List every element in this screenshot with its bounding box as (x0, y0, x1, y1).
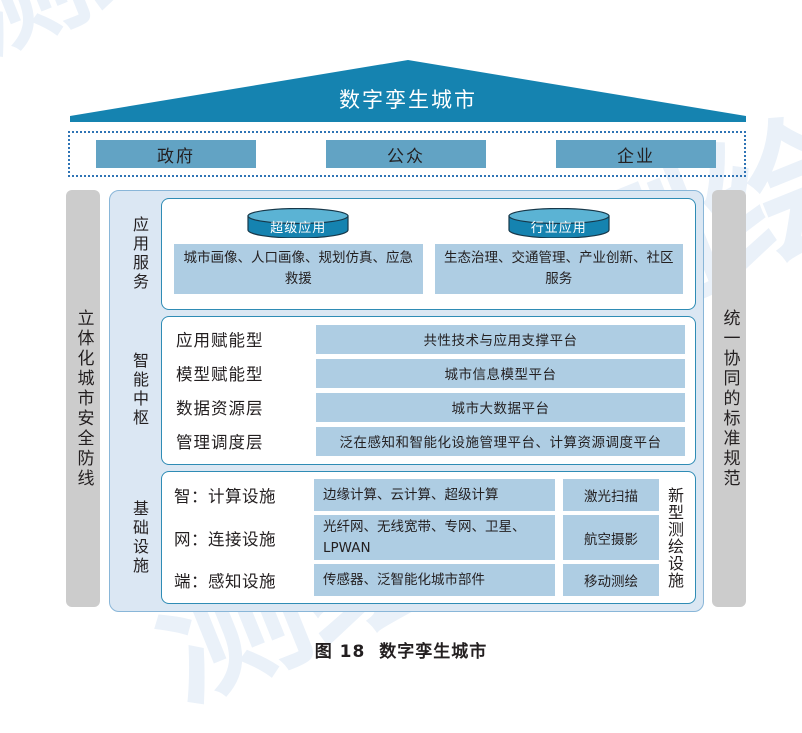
infrastructure-row: 端：感知设施 传感器、泛智能化城市部件 移动测绘 (174, 564, 659, 596)
infra-row-extra: 移动测绘 (563, 564, 659, 596)
hub-row: 模型赋能型 城市信息模型平台 (176, 358, 685, 388)
hub-row-value: 共性技术与应用支撑平台 (316, 324, 685, 354)
cylinder-super-application[interactable]: 超级应用 (246, 208, 350, 238)
app-description-super: 城市画像、人口画像、规划仿真、应急救援 (174, 244, 423, 294)
hub-row-value: 城市信息模型平台 (316, 358, 685, 388)
cylinder-label: 超级应用 (270, 221, 327, 236)
architecture-panel: 应用服务 超级应用 城市画像、人口画像、规划仿真、应急救援 (109, 190, 704, 612)
roof-triangle-icon (70, 60, 746, 122)
hub-row-name: 模型赋能型 (176, 365, 264, 385)
layer-label-application-services: 应用服务 (117, 198, 161, 310)
figure-caption: 图 18 数字孪生城市 (0, 637, 802, 662)
infrastructure-row: 网：连接设施 光纤网、无线宽带、专网、卫星、LPWAN 航空摄影 (174, 515, 659, 560)
infra-row-name: 网：连接设施 (174, 529, 276, 549)
infra-vertical-label-text: 新型测绘设施 (665, 486, 684, 589)
hub-row-value: 城市大数据平台 (316, 392, 685, 422)
layer-label-intelligent-hub: 智能中枢 (117, 316, 161, 465)
intelligent-hub-body: 应用赋能型 共性技术与应用支撑平台 模型赋能型 城市信息模型平台 数据资源层 城… (161, 315, 696, 465)
infrastructure-body: 智：计算设施 边缘计算、云计算、超级计算 激光扫描 网：连接设施 光纤网、无线宽… (161, 471, 696, 604)
hub-row: 应用赋能型 共性技术与应用支撑平台 (176, 324, 685, 354)
infra-row-name: 端：感知设施 (174, 572, 276, 591)
figure-caption-number: 图 18 (314, 642, 366, 662)
user-box-public[interactable]: 公众 (326, 140, 486, 168)
hub-row: 管理调度层 泛在感知和智能化设施管理平台、计算资源调度平台 (176, 426, 685, 456)
side-bar-right-label: 统一协同的标准规范 (719, 308, 740, 489)
roof-banner: 数字孪生城市 (70, 60, 746, 122)
hub-row: 数据资源层 城市大数据平台 (176, 392, 685, 422)
hub-row-name: 数据资源层 (176, 399, 264, 419)
side-bar-left-label: 立体化城市安全防线 (73, 308, 94, 489)
layer-label-text: 基础设施 (130, 499, 149, 576)
infra-row-desc: 光纤网、无线宽带、专网、卫星、LPWAN (314, 515, 555, 560)
roof-title: 数字孪生城市 (339, 88, 477, 112)
cylinder-label: 行业应用 (530, 221, 587, 236)
app-description-industry: 生态治理、交通管理、产业创新、社区服务 (434, 244, 683, 294)
layer-intelligent-hub: 智能中枢 应用赋能型 共性技术与应用支撑平台 模型赋能型 城市信息模型平台 数据… (117, 315, 696, 465)
side-bar-security-line: 立体化城市安全防线 (66, 190, 100, 607)
infra-row-extra: 激光扫描 (563, 479, 659, 511)
infra-row-extra: 航空摄影 (563, 515, 659, 560)
hub-row-value: 泛在感知和智能化设施管理平台、计算资源调度平台 (316, 426, 685, 456)
application-services-body: 超级应用 城市画像、人口画像、规划仿真、应急救援 行业应用 生态治理、交通管理、… (161, 198, 696, 310)
layer-label-infrastructure: 基础设施 (117, 471, 161, 604)
cylinder-icon (508, 208, 610, 238)
cylinder-industry-application[interactable]: 行业应用 (507, 208, 611, 238)
app-column-super: 超级应用 城市画像、人口画像、规划仿真、应急救援 (174, 208, 423, 300)
infra-row-name: 智：计算设施 (174, 487, 276, 506)
side-bar-standards: 统一协同的标准规范 (712, 190, 746, 607)
hub-row-name: 管理调度层 (176, 433, 264, 453)
users-band: 政府 公众 企业 (68, 131, 746, 177)
user-box-government[interactable]: 政府 (96, 140, 256, 168)
layer-label-text: 应用服务 (130, 215, 149, 292)
cylinder-icon (247, 208, 349, 238)
infrastructure-rows: 智：计算设施 边缘计算、云计算、超级计算 激光扫描 网：连接设施 光纤网、无线宽… (174, 479, 659, 596)
layer-label-text: 智能中枢 (130, 352, 149, 429)
infra-row-desc: 边缘计算、云计算、超级计算 (314, 479, 555, 511)
layer-application-services: 应用服务 超级应用 城市画像、人口画像、规划仿真、应急救援 (117, 198, 696, 310)
layer-infrastructure: 基础设施 智：计算设施 边缘计算、云计算、超级计算 激光扫描 网：连接设施 光纤… (117, 471, 696, 604)
infrastructure-vertical-label: 新型测绘设施 (659, 479, 689, 596)
figure-caption-title: 数字孪生城市 (379, 642, 488, 662)
infrastructure-row: 智：计算设施 边缘计算、云计算、超级计算 激光扫描 (174, 479, 659, 511)
infra-row-desc: 传感器、泛智能化城市部件 (314, 564, 555, 596)
user-box-enterprise[interactable]: 企业 (556, 140, 716, 168)
app-column-industry: 行业应用 生态治理、交通管理、产业创新、社区服务 (434, 208, 683, 300)
hub-row-name: 应用赋能型 (176, 331, 264, 351)
